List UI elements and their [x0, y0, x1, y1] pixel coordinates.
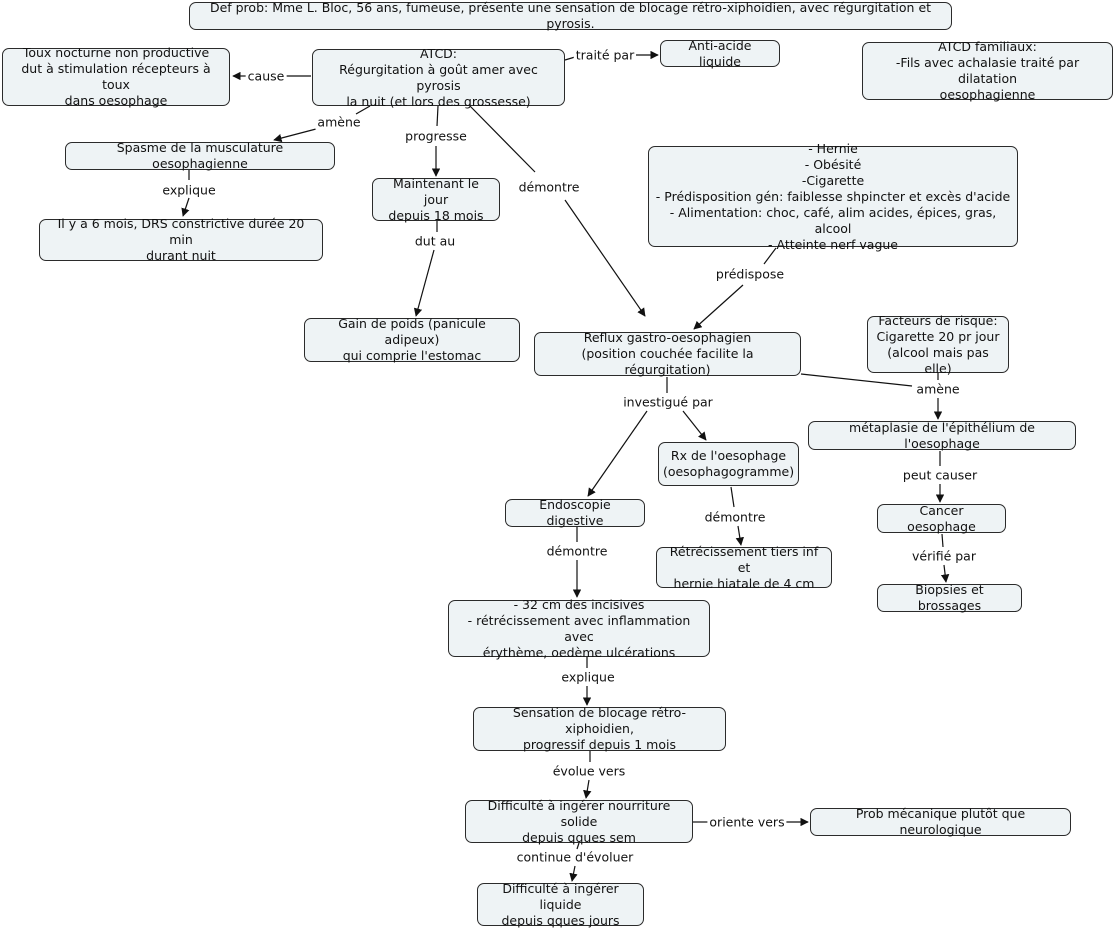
- connector-arrow: [682, 410, 707, 441]
- connector-arrow: [564, 199, 646, 317]
- connector-line: [355, 105, 371, 115]
- sensation-node[interactable]: Sensation de blocage rétro-xiphoidien, p…: [473, 705, 726, 752]
- connector-arrow: [273, 128, 317, 143]
- link-label-explique-2: explique: [559, 669, 617, 685]
- connector-arrow: [693, 284, 744, 330]
- connector-arrow: [181, 197, 190, 217]
- connector-arrow: [587, 410, 648, 497]
- biopsies-node[interactable]: Biopsies et brossages: [877, 582, 1022, 613]
- link-label-traite-par: traité par: [573, 47, 637, 63]
- gain-poids-node[interactable]: Gain de poids (panicule adipeux) qui com…: [304, 316, 520, 363]
- difficulte-liquide-node[interactable]: Difficulté à ingérer liquide depuis qque…: [477, 881, 644, 928]
- link-label-evolue-vers: évolue vers: [550, 763, 628, 779]
- link-label-continue-evoluer: continue d'évoluer: [514, 849, 636, 865]
- link-label-demontre: démontre: [516, 179, 582, 195]
- link-label-dut-au: dut au: [412, 233, 458, 249]
- spasme-node[interactable]: Spasme de la musculature oesophagienne: [65, 140, 335, 171]
- connector-arrow: [940, 564, 950, 583]
- link-label-verifie-par: vérifié par: [910, 548, 978, 564]
- rx-node[interactable]: Rx de l'oesophage (oesophagogramme): [658, 442, 799, 486]
- link-label-amene: amène: [315, 114, 363, 130]
- connector-line: [469, 105, 536, 173]
- metaplasie-node[interactable]: métaplasie de l'épithélium de l'oesophag…: [808, 420, 1076, 451]
- connector-line: [941, 533, 944, 548]
- link-label-peut-causer: peut causer: [900, 467, 980, 483]
- difficulte-solide-node[interactable]: Difficulté à ingérer nourriture solide d…: [465, 798, 693, 845]
- maintenant-node[interactable]: Maintenant le jour depuis 18 mois: [372, 176, 500, 223]
- facteurs-risque-node[interactable]: Facteurs de risque: Cigarette 20 pr jour…: [867, 313, 1009, 376]
- toux-node[interactable]: Toux nocturne non productive dut à stimu…: [2, 45, 230, 108]
- retrecissement-node[interactable]: Rétrécissement tiers inf et hernie hiata…: [656, 544, 832, 591]
- reflux-node[interactable]: Reflux gastro-oesophagien (position couc…: [534, 330, 801, 377]
- antiacide-node[interactable]: Anti-acide liquide: [660, 38, 780, 69]
- predisposition-factors-node[interactable]: - Hernie - Obésité -Cigarette - Prédispo…: [648, 141, 1018, 252]
- link-label-investigue-par: investigué par: [621, 394, 715, 410]
- link-label-cause: cause: [245, 68, 287, 84]
- link-label-amene-2: amène: [914, 381, 962, 397]
- link-label-explique: explique: [160, 182, 218, 198]
- endoscopie-node[interactable]: Endoscopie digestive: [505, 497, 645, 528]
- atcd-node[interactable]: ATCD: Régurgitation à goût amer avec pyr…: [312, 46, 565, 109]
- connector-arrow: [583, 779, 592, 799]
- link-label-predispose: prédispose: [713, 266, 787, 282]
- incisives-node[interactable]: - 32 cm des incisives - rétrécissement a…: [448, 597, 710, 660]
- connector-line: [564, 56, 576, 61]
- connector-line: [763, 247, 777, 265]
- cancer-node[interactable]: Cancer oesophage: [877, 503, 1006, 534]
- connector-line: [730, 486, 735, 508]
- atcd-familiaux-node[interactable]: ATCD familiaux: -Fils avec achalasie tra…: [862, 39, 1113, 102]
- drs-node[interactable]: Il y a 6 mois, DRS constrictive durée 20…: [39, 216, 323, 263]
- connector-line: [436, 105, 439, 127]
- link-label-demontre-3: démontre: [702, 509, 768, 525]
- connector-arrow: [413, 249, 435, 317]
- definition-node[interactable]: Def prob: Mme L. Bloc, 56 ans, fumeuse, …: [189, 0, 952, 31]
- connector-line: [576, 842, 580, 850]
- link-label-demontre-2: démontre: [544, 543, 610, 559]
- link-label-oriente-vers: oriente vers: [707, 814, 787, 830]
- connector-arrow: [735, 525, 744, 546]
- connector-arrow: [569, 865, 578, 882]
- prob-mecanique-node[interactable]: Prob mécanique plutôt que neurologique: [810, 806, 1071, 837]
- link-label-progresse: progresse: [403, 128, 469, 144]
- connector-line: [800, 373, 913, 387]
